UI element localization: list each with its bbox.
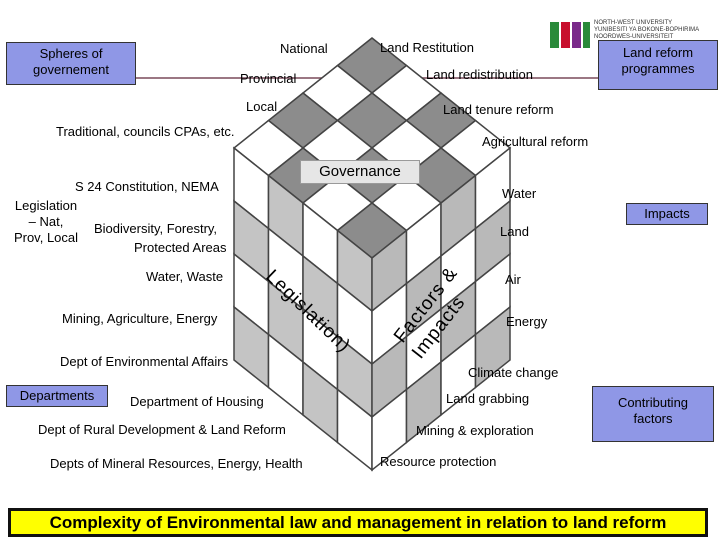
land-redistribution-label: Land redistribution	[426, 67, 533, 82]
contributing-factors-box: Contributing factors	[592, 386, 714, 442]
cube-right-cell	[474, 305, 511, 390]
land-label: Land	[500, 224, 529, 239]
energy-label: Energy	[506, 314, 548, 329]
traditional-label: Traditional, councils CPAs, etc.	[56, 124, 235, 139]
provincial-label: Provincial	[240, 71, 297, 86]
cube-left-face	[233, 146, 373, 472]
departments-box: Departments	[6, 385, 108, 407]
dept-mineral-label: Depts of Mineral Resources, Energy, Heal…	[50, 456, 303, 471]
cube-right-face	[371, 146, 511, 472]
national-label: National	[280, 41, 328, 56]
university-name: NORTH-WEST UNIVERSITY YUNIBESITI YA BOKO…	[594, 20, 700, 40]
spheres-box: Spheres of governement	[6, 42, 136, 85]
constitution-label: S 24 Constitution, NEMA	[75, 179, 219, 194]
dept-rural-label: Dept of Rural Development & Land Reform	[38, 422, 286, 437]
biodiversity-label: Biodiversity, Forestry,	[94, 221, 218, 236]
mining-exploration-label: Mining & exploration	[416, 423, 534, 438]
climate-change-label: Climate change	[468, 365, 559, 380]
protected-areas-label: Protected Areas	[134, 240, 227, 255]
land-grabbing-label: Land grabbing	[446, 391, 530, 406]
land-restitution-label: Land Restitution	[380, 40, 474, 55]
local-label: Local	[246, 99, 278, 114]
legislation-label: Legislation – Nat, Prov, Local	[2, 198, 90, 246]
land-tenure-label: Land tenure reform	[443, 102, 554, 117]
dept-housing-label: Department of Housing	[130, 394, 264, 409]
title-banner: Complexity of Environmental law and mana…	[8, 508, 708, 537]
governance-box: Governance	[300, 160, 420, 184]
resource-protection-label: Resource protection	[380, 454, 497, 469]
university-logo	[550, 22, 590, 48]
water-label: Water	[502, 186, 537, 201]
agricultural-reform-label: Agricultural reform	[482, 134, 589, 149]
water-waste-label: Water, Waste	[146, 269, 224, 284]
impacts-box: Impacts	[626, 203, 708, 225]
air-label: Air	[505, 272, 521, 287]
mining-agri-energy-label: Mining, Agriculture, Energy	[62, 311, 218, 326]
dept-env-affairs-label: Dept of Environmental Affairs	[60, 354, 229, 369]
land-reform-box: Land reform programmes	[598, 40, 718, 90]
